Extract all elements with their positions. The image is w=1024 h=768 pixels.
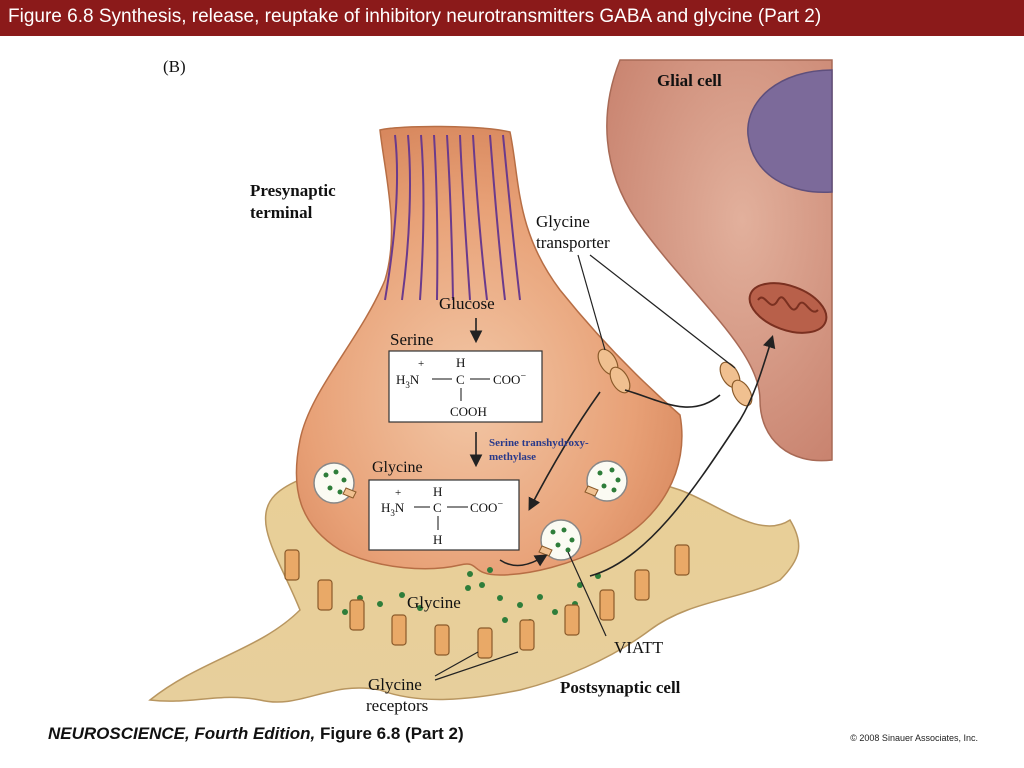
glycine-transporter-icon (597, 348, 753, 407)
panel-label: (B) (163, 57, 186, 76)
glycine-transporter-label-line2: transporter (536, 233, 610, 252)
viatt-label: VIATT (614, 638, 664, 657)
glycine-cleft-label: Glycine (407, 593, 461, 612)
enzyme-label-line1: Serine transhydroxy- (489, 437, 589, 449)
copyright-notice: © 2008 Sinauer Associates, Inc. (850, 733, 978, 743)
book-citation: NEUROSCIENCE, Fourth Edition, Figure 6.8… (48, 724, 464, 744)
glycine-label-top: Glycine (372, 459, 423, 476)
glycine-coo: COO− (470, 499, 503, 515)
presynaptic-label-line1: Presynaptic (250, 181, 336, 200)
glycine-c: C (433, 500, 442, 515)
microtubules (384, 134, 521, 301)
enzyme-label-line2: methylase (489, 451, 536, 463)
serine-formula: H + H3N C COO− COOH (396, 355, 526, 419)
serine-cooh: COOH (450, 404, 487, 419)
glucose-label: Glucose (439, 294, 495, 313)
synapse-diagram: (B) Glial cell Presynaptic terminal Glyc… (148, 57, 833, 715)
book-title: NEUROSCIENCE, Fourth Edition, (48, 724, 316, 743)
mitochondrion-icon (748, 282, 828, 334)
slide-title: Figure 6.8 Synthesis, release, reuptake … (8, 6, 822, 27)
serine-formula-box (388, 350, 543, 423)
glycine-transporter-label-line1: Glycine (536, 212, 590, 231)
figure-reference: Figure 6.8 (Part 2) (315, 724, 464, 743)
postsynaptic-cell-label: Postsynaptic cell (560, 678, 681, 697)
pathway-arrows (469, 318, 776, 577)
glycine-formula-box (368, 479, 520, 551)
glial-nucleus (747, 69, 833, 194)
glycine-h-bottom: H (433, 532, 442, 547)
glycine-h-top: H (433, 484, 442, 499)
serine-label: Serine (390, 330, 433, 349)
serine-c: C (456, 372, 465, 387)
presynaptic-label-line2: terminal (250, 203, 313, 222)
serine-coo: COO− (493, 371, 526, 387)
glycine-plus: + (395, 487, 401, 499)
leader-lines (434, 254, 736, 681)
cleft-glycine-dots (342, 567, 601, 625)
vesicle-docking (538, 519, 582, 561)
serine-plus: + (418, 358, 424, 370)
glial-cell-label: Glial cell (657, 71, 722, 90)
vesicle-right (584, 460, 628, 502)
glycine-receptors (284, 544, 690, 659)
title-bar: Figure 6.8 Synthesis, release, reuptake … (0, 0, 1024, 36)
serine-h-top: H (456, 355, 465, 370)
glycine-receptors-label-line1: Glycine (368, 675, 422, 694)
serine-h3n: H3N (396, 372, 420, 390)
vesicle-left (313, 462, 357, 504)
glycine-receptors-label-line2: receptors (366, 696, 428, 715)
glycine-formula: H + H3N C COO− H (381, 484, 503, 547)
glycine-h3n: H3N (381, 500, 405, 518)
